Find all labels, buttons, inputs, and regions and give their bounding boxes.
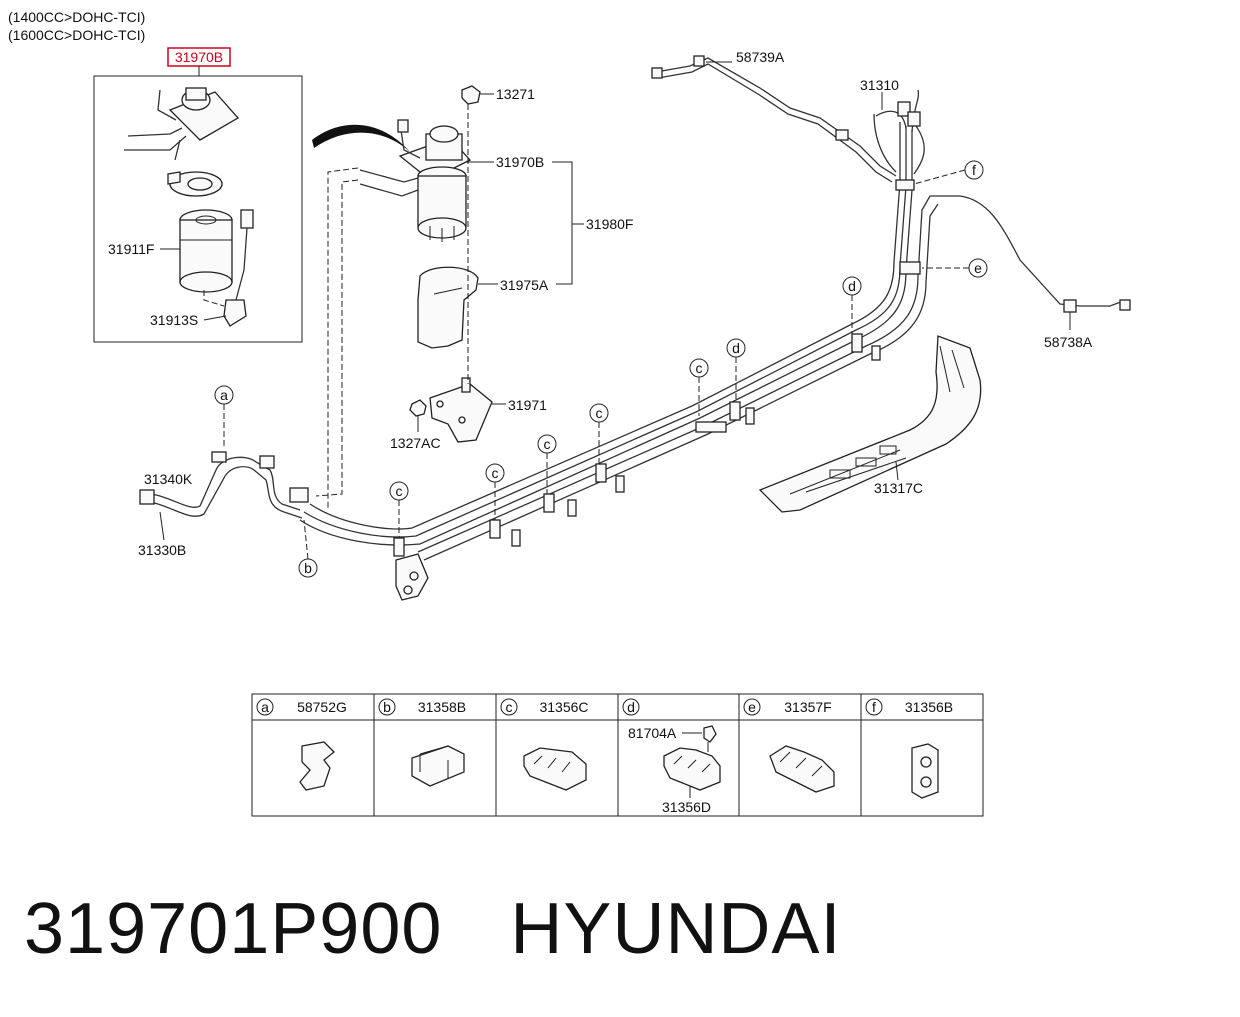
callout-31911F[interactable]: 31911F [108, 241, 154, 257]
svg-text:c: c [506, 699, 513, 715]
callout-58739A[interactable]: 58739A [736, 49, 785, 65]
filter-element[interactable] [179, 209, 233, 293]
highlight-label[interactable]: 31970B [175, 49, 223, 65]
marker-c-1[interactable]: c [389, 481, 409, 538]
filter-gasket[interactable] [167, 171, 223, 197]
condition-note-2: (1600CC>DOHC-TCI) [8, 27, 145, 43]
svg-text:31358B: 31358B [418, 699, 466, 715]
return-line-58738A-end[interactable] [1063, 299, 1131, 313]
bolt-1327AC[interactable] [409, 399, 427, 417]
marker-b[interactable]: b [298, 519, 318, 578]
svg-text:31356C: 31356C [539, 699, 588, 715]
table-col-a[interactable]: a 58752G [256, 698, 347, 791]
callout-31980F[interactable]: 31980F [586, 216, 633, 232]
mounting-plate[interactable] [429, 377, 493, 443]
brand-name: HYUNDAI [510, 889, 842, 969]
svg-text:c: c [596, 405, 603, 421]
svg-text:31357F: 31357F [784, 699, 831, 715]
svg-text:a: a [220, 387, 228, 403]
marker-c-4[interactable]: c [589, 403, 609, 464]
svg-text:f: f [972, 162, 976, 178]
callout-31310[interactable]: 31310 [860, 77, 899, 93]
svg-text:c: c [396, 483, 403, 499]
callout-31970B[interactable]: 31970B [496, 154, 544, 170]
svg-text:31356B: 31356B [905, 699, 953, 715]
line-clamp-bracket[interactable] [395, 553, 429, 601]
svg-text:c: c [696, 360, 703, 376]
table-col-b[interactable]: b 31358B [378, 698, 466, 787]
zoom-arrow [312, 124, 410, 152]
clip-reference-table [251, 693, 984, 817]
svg-text:e: e [974, 260, 982, 276]
group-bracket [552, 161, 573, 285]
callout-31971[interactable]: 31971 [508, 397, 547, 413]
table-col-c[interactable]: c 31356C [500, 698, 589, 791]
condition-note-1: (1400CC>DOHC-TCI) [8, 9, 145, 25]
sub-part-81704A: 81704A [628, 725, 677, 741]
callout-13271[interactable]: 13271 [496, 86, 535, 102]
connector-31310[interactable] [873, 101, 925, 175]
part-number: 319701P900 [24, 889, 443, 969]
table-col-e[interactable]: e 31357F [743, 698, 835, 793]
table-col-d[interactable]: d 81704A 31356D [622, 698, 721, 815]
svg-text:a: a [261, 699, 269, 715]
callout-31317C[interactable]: 31317C [874, 480, 923, 496]
svg-text:e: e [748, 699, 756, 715]
marker-f[interactable]: f [913, 160, 984, 185]
front-hose-assembly[interactable] [139, 451, 309, 519]
svg-text:b: b [383, 699, 391, 715]
svg-text:d: d [848, 278, 856, 294]
marker-c-5[interactable]: c [689, 358, 709, 416]
nut-13271[interactable] [461, 85, 481, 105]
table-col-f[interactable]: f 31356B [865, 698, 953, 799]
callout-31975A[interactable]: 31975A [500, 277, 549, 293]
callout-58738A[interactable]: 58738A [1044, 334, 1093, 350]
svg-text:c: c [492, 465, 499, 481]
water-sensor-harness[interactable] [203, 209, 254, 327]
marker-d-1[interactable]: d [726, 338, 746, 400]
svg-text:f: f [872, 699, 876, 715]
svg-text:d: d [732, 340, 740, 356]
marker-c-2[interactable]: c [485, 463, 505, 520]
marker-a[interactable]: a [214, 385, 234, 448]
footer-title: 319701P900 HYUNDAI [24, 888, 841, 970]
sub-part-31356D: 31356D [662, 799, 711, 815]
callout-31330B[interactable]: 31330B [138, 542, 186, 558]
svg-text:c: c [544, 436, 551, 452]
heat-shield-31317C[interactable] [758, 335, 982, 513]
svg-text:58752G: 58752G [297, 699, 347, 715]
fuel-line-bundle[interactable] [299, 89, 1127, 561]
marker-e[interactable]: e [922, 258, 988, 278]
return-line-58739A[interactable] [651, 55, 897, 183]
filter-bracket[interactable] [417, 266, 479, 349]
fuel-filter-assembly[interactable] [359, 119, 472, 242]
marker-c-3[interactable]: c [537, 434, 557, 494]
filter-head-exploded[interactable] [124, 87, 240, 161]
exploded-view-frame [93, 75, 303, 343]
svg-text:d: d [627, 699, 635, 715]
callout-31913S[interactable]: 31913S [150, 312, 198, 328]
marker-d-2[interactable]: d [842, 276, 862, 334]
callout-1327AC[interactable]: 1327AC [390, 435, 441, 451]
callout-31340K[interactable]: 31340K [144, 471, 193, 487]
svg-text:b: b [304, 560, 312, 576]
